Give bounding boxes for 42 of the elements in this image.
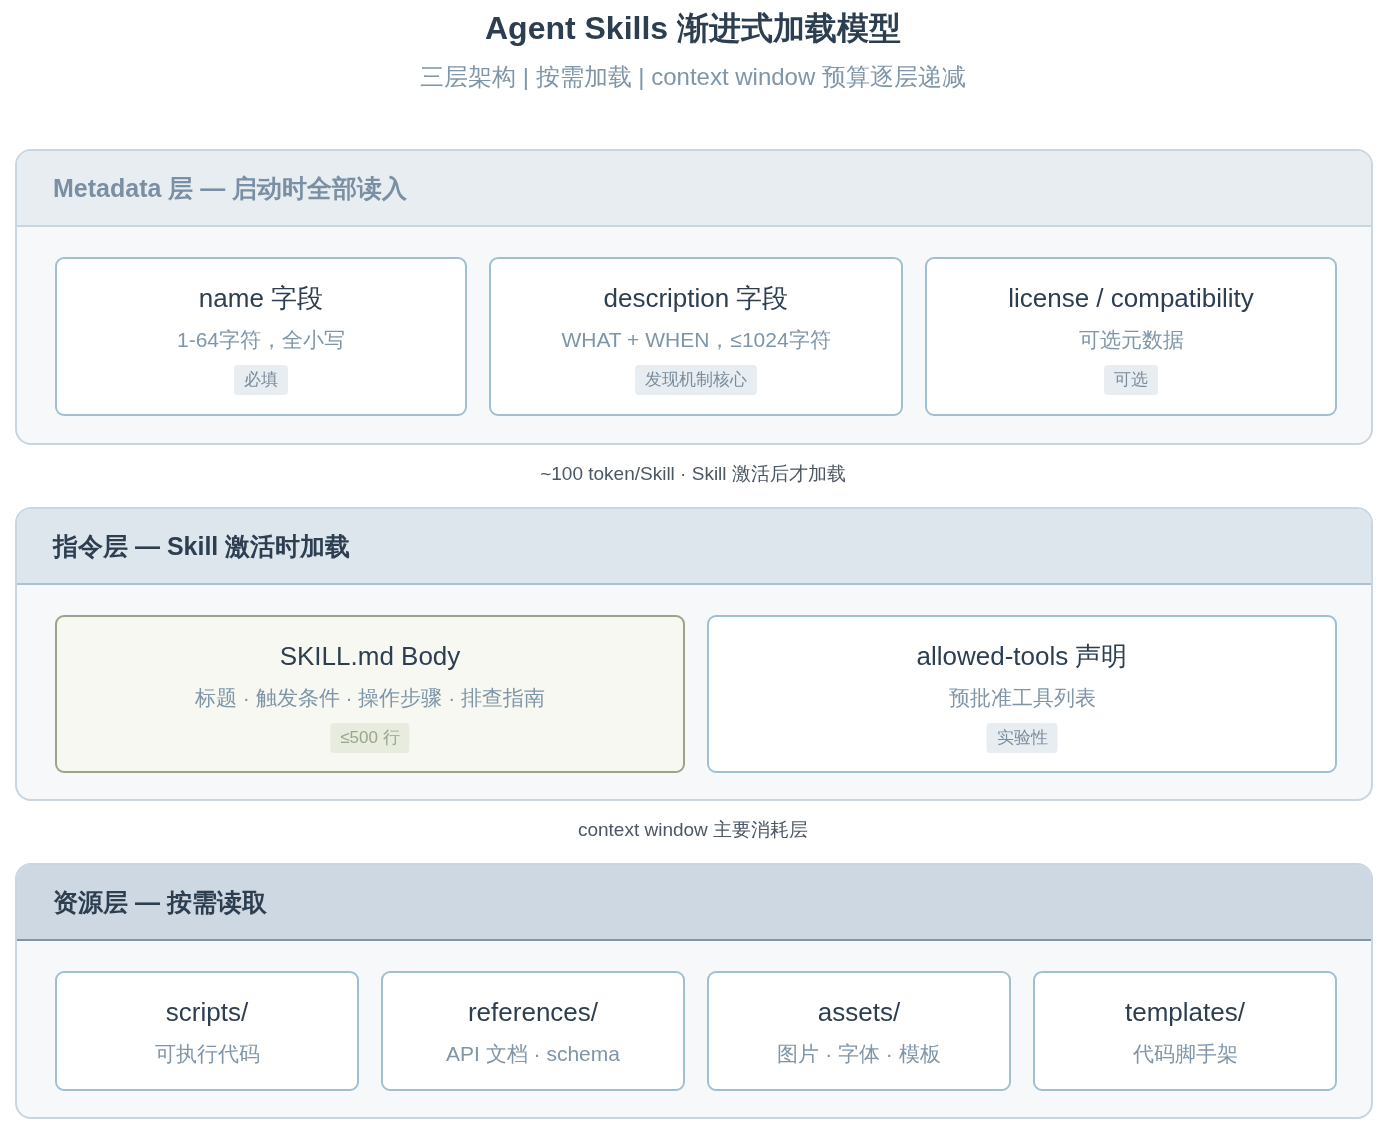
card-title: references/ xyxy=(467,997,599,1029)
folder-card xyxy=(707,971,1011,1091)
card-title: scripts/ xyxy=(165,997,249,1029)
field-card xyxy=(707,615,1337,773)
folder-card xyxy=(1033,971,1337,1091)
card-title: templates/ xyxy=(1125,997,1245,1029)
card-title: allowed-tools 声明 xyxy=(916,641,1128,673)
note-text: context window 主要消耗层 xyxy=(577,819,809,842)
field-card xyxy=(55,257,467,416)
tag-badge: ≤500 行 xyxy=(330,723,410,753)
card-title: description 字段 xyxy=(603,283,789,315)
card-subtitle: 标题 · 触发条件 · 操作步骤 · 排查指南 xyxy=(195,685,545,711)
tag-badge: 必填 xyxy=(234,365,288,395)
card-subtitle: 1-64字符，全小写 xyxy=(177,327,345,353)
field-card xyxy=(489,257,903,416)
card-subtitle: 预批准工具列表 xyxy=(948,685,1096,711)
panel-header: 指令层 — Skill 激活时加载 xyxy=(17,509,1371,585)
subtitle: 三层架构 | 按需加载 | context window 预算逐层递减 xyxy=(420,63,966,92)
card-subtitle: 可执行代码 xyxy=(154,1041,260,1067)
card-subtitle: WHAT + WHEN，≤1024字符 xyxy=(561,327,831,353)
card-title: license / compatibility xyxy=(1008,283,1254,315)
card-subtitle: 图片 · 字体 · 模板 xyxy=(777,1041,941,1067)
card-title: name 字段 xyxy=(198,283,324,315)
card-subtitle: 代码脚手架 xyxy=(1132,1041,1238,1067)
panel-header: Metadata 层 — 启动时全部读入 xyxy=(17,151,1371,227)
tag-badge: 可选 xyxy=(1104,365,1158,395)
note-text: ~100 token/Skill · Skill 激活后才加载 xyxy=(540,463,846,486)
card-title: SKILL.md Body xyxy=(279,641,461,673)
tag-badge: 发现机制核心 xyxy=(635,365,757,395)
card-subtitle: API 文档 · schema xyxy=(446,1041,620,1067)
panel-header: 资源层 — 按需读取 xyxy=(17,865,1371,941)
layer-panel xyxy=(15,507,1373,801)
tag-badge: 实验性 xyxy=(986,723,1058,753)
layer-panel xyxy=(15,863,1373,1119)
title: Agent Skills 渐进式加载模型 xyxy=(485,9,901,48)
folder-card xyxy=(55,971,359,1091)
field-card xyxy=(55,615,685,773)
field-card xyxy=(925,257,1337,416)
layer-panel xyxy=(15,149,1373,445)
folder-card xyxy=(381,971,685,1091)
card-subtitle: 可选元数据 xyxy=(1078,327,1184,353)
card-title: assets/ xyxy=(817,997,901,1029)
